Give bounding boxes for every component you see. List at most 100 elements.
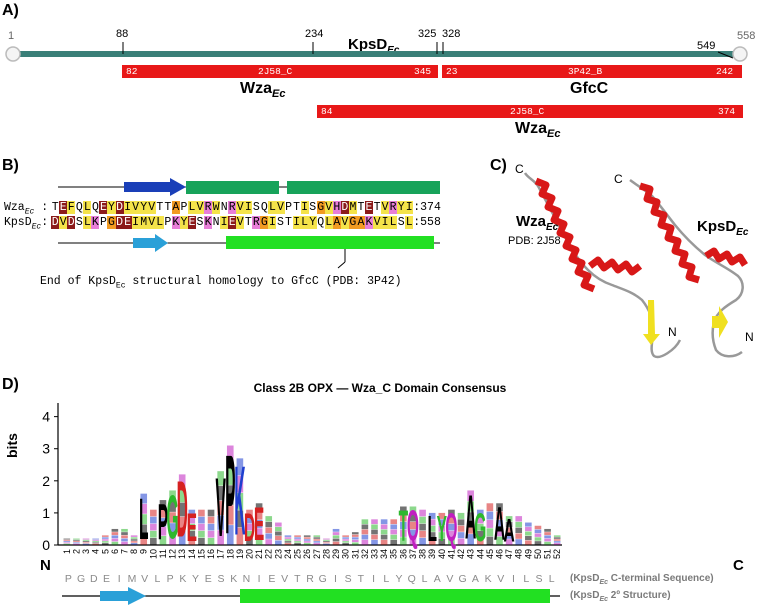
logo-column-segment (284, 541, 292, 543)
logo-column-segment (342, 543, 349, 545)
logo-column-segment (217, 515, 224, 530)
alignment-residue: N (212, 216, 221, 229)
sequence-residue: L (154, 573, 161, 585)
sequence-residue: S (217, 573, 225, 585)
logo-column-segment (207, 516, 215, 524)
logo-column-segment (265, 527, 273, 534)
logo-column-segment (294, 543, 301, 545)
logo-column-segment (246, 537, 253, 545)
logo-x-tick-label: 40 (437, 549, 447, 559)
sequence-residue: V (497, 573, 505, 585)
panel-a-label: A) (2, 2, 19, 19)
logo-column-segment (140, 524, 148, 535)
logo-column-segment (101, 543, 109, 545)
logo-column-segment (371, 529, 378, 535)
homology-pointer-diagonal (337, 261, 346, 269)
alignment-residue: E (99, 201, 108, 214)
logo-column-segment (332, 538, 340, 542)
kpsd-n-terminus: N (745, 330, 754, 344)
logo-column-segment (419, 509, 426, 517)
logo-column-segment (313, 543, 321, 545)
alignment-residue: Q (91, 201, 100, 214)
logo-column-segment (130, 537, 138, 539)
logo-column-segment (284, 537, 292, 539)
logo-y-tick-label: 0 (42, 537, 50, 553)
logo-title: Class 2B OPX — Wza_C Domain Consensus (253, 381, 507, 395)
logo-column-segment (255, 536, 263, 545)
logo-column-segment (496, 528, 503, 537)
logo-column-segment (255, 528, 263, 537)
sequence-residue: E (268, 573, 276, 585)
logo-x-tick-label: 52 (552, 549, 562, 559)
logo-column-segment (217, 485, 224, 501)
logo-column-segment (63, 542, 71, 544)
logo-column-segment (544, 541, 551, 545)
logo-column-segment (553, 541, 561, 543)
logo-column-segment (82, 543, 90, 545)
logo-column-segment (198, 530, 205, 538)
logo-x-tick-label: 1 (62, 549, 72, 554)
logo-column-segment (313, 539, 321, 541)
wza-alignment-row: WzaEc :TEFQLQEYDIVYVTTAPLVRWNRVISQLVPTIS… (4, 201, 441, 217)
logo-column-segment (371, 524, 378, 530)
logo-column-segment (400, 521, 407, 530)
alignment-residue: E (123, 216, 132, 229)
marker-325: 325 (418, 28, 437, 40)
logo-column-segment (544, 528, 551, 532)
logo-column-segment (159, 500, 167, 509)
logo-letter: G (167, 482, 179, 552)
logo-column-segment (169, 512, 176, 523)
logo-column-segment (101, 535, 109, 537)
logo-column-segment (496, 511, 503, 520)
logo-column-segment (544, 532, 551, 535)
sequence-residue: T (294, 573, 301, 585)
logo-column-segment (457, 512, 465, 519)
logo-x-tick-label: 44 (475, 549, 485, 559)
logo-column-segment (351, 539, 359, 543)
alignment-residue: V (236, 201, 245, 214)
wza-c-terminus: C (515, 162, 524, 176)
logo-column-segment (409, 521, 417, 530)
logo-column-segment (207, 537, 215, 545)
sequence-residue: N (242, 573, 251, 585)
logo-column-segment (303, 541, 311, 543)
logo-letter: D (244, 506, 255, 550)
logo-x-tick-label: 16 (206, 549, 216, 559)
alignment-residue: I (268, 216, 277, 229)
end-label: 558 (737, 30, 756, 42)
bottom-strand-arrow (100, 587, 146, 605)
logo-column-segment (275, 540, 282, 545)
logo-column-segment (390, 539, 398, 545)
logo-column-segment (150, 509, 157, 517)
logo-column-segment (380, 524, 388, 530)
logo-column-segment (486, 511, 494, 520)
alignment-residue: I (381, 216, 390, 229)
logo-letter: K (234, 445, 245, 555)
logo-x-tick-label: 50 (533, 549, 543, 559)
sequence-residue: V (446, 573, 454, 585)
logo-column-segment (448, 509, 455, 517)
logo-column-segment (534, 541, 542, 545)
logo-column-segment (169, 501, 176, 512)
logo-column-segment (140, 514, 148, 525)
logo-column-segment (467, 490, 474, 501)
alignment-residue: L (83, 201, 92, 214)
logo-x-tick-label: 18 (225, 549, 235, 559)
logo-x-tick-label: 38 (418, 549, 428, 559)
gfcc-label: GfcC (570, 80, 609, 97)
marker-88: 88 (116, 28, 129, 40)
logo-column-segment (332, 541, 340, 545)
logo-letter: D (177, 466, 188, 555)
alignment-residue: V (373, 216, 382, 229)
alignment-residue: T (51, 201, 60, 214)
kpsd-alignment-row: KpsDEc:DVDSLKPGDEIMVLPKYESKNIEVTRGISTILY… (4, 216, 441, 232)
wza-bar-1-end: 345 (414, 66, 432, 77)
alignment-residue: K (171, 216, 180, 229)
logo-column-segment (448, 530, 455, 538)
alignment-residue: I (292, 216, 301, 229)
alignment-residue: T (292, 201, 301, 214)
logo-column-segment (390, 524, 398, 530)
alignment-residue: P (163, 216, 172, 229)
alignment-residue: P (284, 201, 293, 214)
logo-column-segment (448, 516, 455, 524)
